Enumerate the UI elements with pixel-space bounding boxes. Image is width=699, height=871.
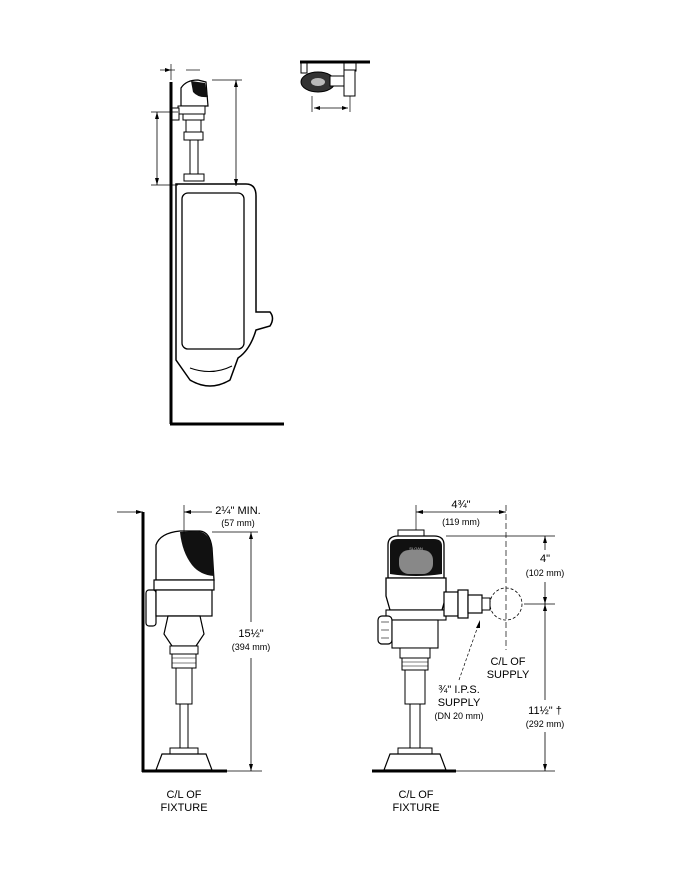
urinal-flush-valve bbox=[171, 79, 209, 182]
cl-fixture-right-line1: C/L OF bbox=[398, 789, 433, 801]
supply-pipe-line3: (DN 20 mm) bbox=[435, 711, 484, 721]
cl-supply-line2: SUPPLY bbox=[487, 669, 530, 681]
supply-height-label: 4" bbox=[540, 553, 550, 565]
cl-fixture-left-line2: FIXTURE bbox=[160, 802, 207, 814]
cl-fixture-left-line1: C/L OF bbox=[166, 789, 201, 801]
supply-circle bbox=[489, 587, 523, 621]
height-metric: (394 mm) bbox=[232, 642, 271, 652]
min-offset-metric: (57 mm) bbox=[221, 518, 255, 528]
supply-pipe-line2: SUPPLY bbox=[438, 697, 481, 709]
lower-height-label: 11½" † bbox=[528, 705, 562, 717]
min-offset-label: 2¼" MIN. bbox=[215, 505, 260, 517]
lower-height-metric: (292 mm) bbox=[526, 719, 565, 729]
side-view: 2¼" MIN. (57 mm) 15½" (394 mm) C/L OF FI… bbox=[117, 505, 270, 814]
cl-supply-line1: C/L OF bbox=[490, 656, 525, 668]
cl-fixture-right-line2: FIXTURE bbox=[392, 802, 439, 814]
plan-view bbox=[300, 60, 370, 112]
supply-height-metric: (102 mm) bbox=[526, 568, 565, 578]
urinal-body bbox=[175, 183, 274, 387]
supply-pipe-line1: ¾" I.P.S. bbox=[438, 684, 480, 696]
centerline-offset-metric: (119 mm) bbox=[442, 517, 480, 527]
urinal-elevation bbox=[151, 64, 284, 426]
front-flush-valve: SLOAN bbox=[377, 529, 491, 771]
centerline-offset-label: 4¾" bbox=[451, 499, 470, 511]
brand-mark: SLOAN bbox=[409, 546, 423, 551]
height-label: 15½" bbox=[238, 628, 263, 640]
side-flush-valve bbox=[145, 530, 215, 771]
front-view: SLOAN 4¾" bbox=[372, 499, 564, 814]
